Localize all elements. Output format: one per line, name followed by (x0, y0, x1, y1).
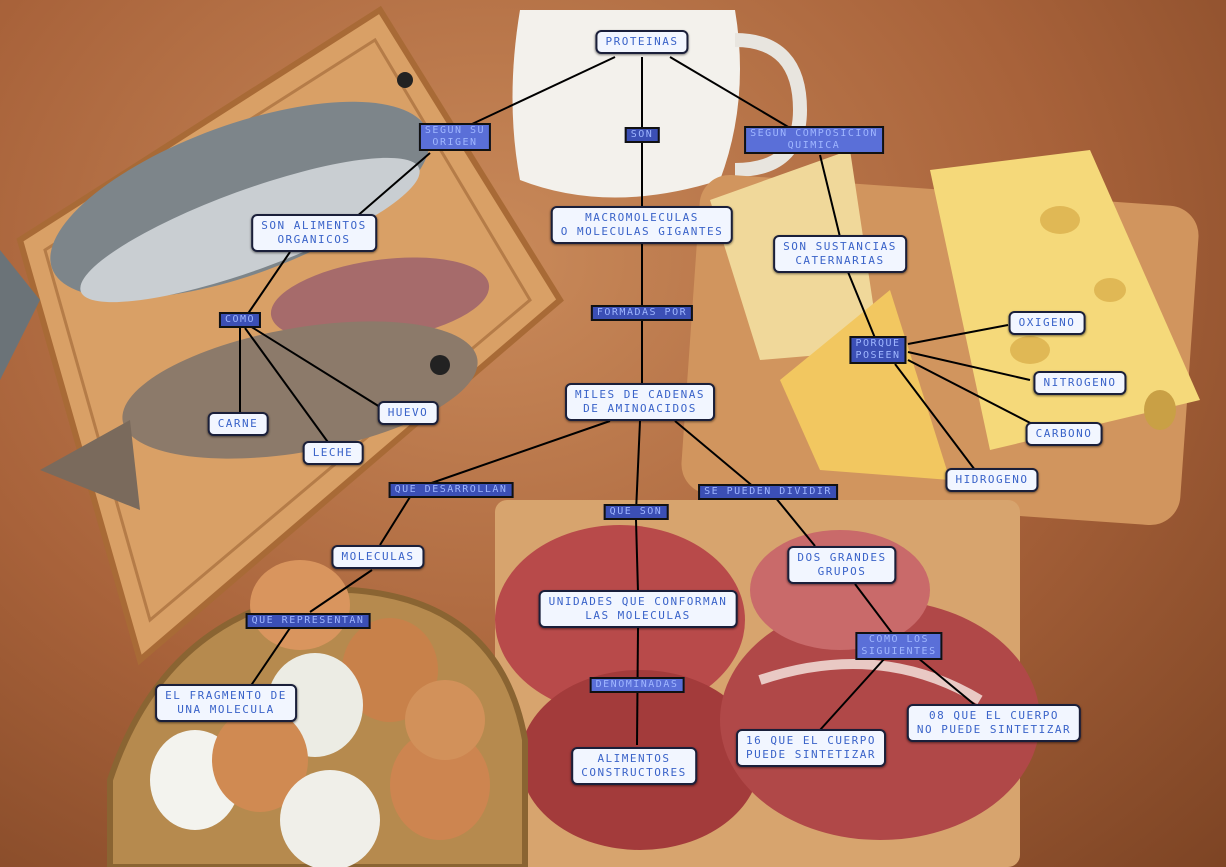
node-carbono: CARBONO (1025, 422, 1103, 446)
node-alimentos-organicos: SON ALIMENTOS ORGANICOS (251, 214, 377, 252)
link-son: SON (624, 127, 660, 143)
egg-basket-shape (107, 560, 528, 867)
node-dos-grupos: DOS GRANDES GRUPOS (787, 546, 897, 584)
link-porque-poseen: PORQUE POSEEN (849, 336, 907, 364)
node-fragmento: EL FRAGMENTO DE UNA MOLECULA (155, 684, 297, 722)
node-08-no-sintetizar: 08 QUE EL CUERPO NO PUEDE SINTETIZAR (906, 704, 1082, 742)
link-formadas-por: FORMADAS POR (590, 305, 694, 321)
node-hidrogeno: HIDROGENO (945, 468, 1039, 492)
link-que-son: QUE SON (603, 504, 669, 520)
link-segun-composicion: SEGUN COMPOSICION QUIMICA (744, 126, 884, 154)
milk-jug-shape (512, 10, 808, 198)
node-proteinas: PROTEINAS (595, 30, 689, 54)
node-oxigeno: OXIGENO (1008, 311, 1086, 335)
link-segun-origen: SEGUN SU ORIGEN (418, 123, 492, 151)
node-16-sintetizar: 16 QUE EL CUERPO PUEDE SINTETIZAR (736, 729, 886, 767)
link-denominadas: DENOMINADAS (589, 677, 685, 693)
node-unidades: UNIDADES QUE CONFORMAN LAS MOLECULAS (538, 590, 738, 628)
node-nitrogeno: NITROGENO (1033, 371, 1127, 395)
node-moleculas: MOLECULAS (331, 545, 425, 569)
link-que-desarrollan: QUE DESARROLLAN (388, 482, 514, 498)
node-macromoleculas: MACROMOLECULAS O MOLECULAS GIGANTES (550, 206, 734, 244)
node-leche: LECHE (302, 441, 364, 465)
node-sustancias: SON SUSTANCIAS CATERNARIAS (773, 235, 907, 273)
link-como-los-siguientes: COMO LOS SIGUIENTES (855, 632, 943, 660)
node-miles-cadenas: MILES DE CADENAS DE AMINOACIDOS (565, 383, 715, 421)
link-se-pueden-dividir: SE PUEDEN DIVIDIR (698, 484, 838, 500)
link-que-representan: QUE REPRESENTAN (245, 613, 371, 629)
node-huevo: HUEVO (377, 401, 439, 425)
node-carne: CARNE (207, 412, 269, 436)
link-como: COMO (218, 312, 262, 328)
node-constructores: ALIMENTOS CONSTRUCTORES (571, 747, 697, 785)
